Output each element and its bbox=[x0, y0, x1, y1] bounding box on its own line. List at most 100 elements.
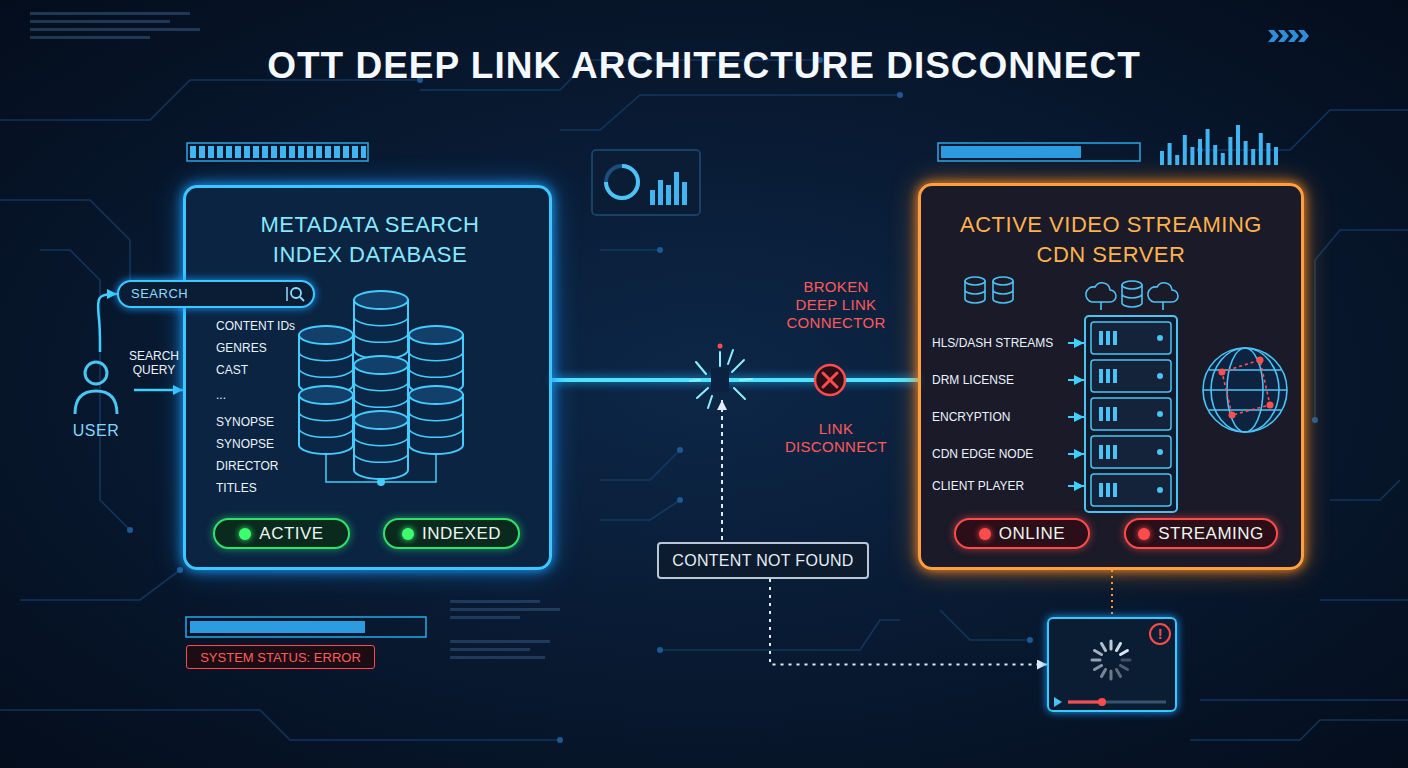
feed-arrow bbox=[1068, 342, 1084, 344]
database-cylinder bbox=[409, 368, 463, 377]
edge-label: SEARCH QUERY bbox=[126, 349, 182, 377]
rack-unit bbox=[1091, 398, 1171, 430]
rack-unit bbox=[1106, 331, 1110, 345]
text-slot: TITLES bbox=[216, 480, 326, 496]
rack-unit bbox=[1113, 445, 1117, 459]
list-item: CAST bbox=[216, 362, 326, 378]
database-cylinder bbox=[299, 368, 353, 377]
database-cylinder bbox=[354, 411, 408, 479]
label-slot: BROKEN DEEP LINK CONNECTOR bbox=[781, 278, 891, 332]
circuit-traces bbox=[20, 570, 180, 600]
connectors bbox=[98, 294, 1112, 665]
chart-bar bbox=[1244, 141, 1248, 165]
text-slot: ... bbox=[216, 387, 326, 403]
database-cylinder bbox=[409, 386, 463, 454]
database-panel: METADATA SEARCH INDEX DATABASECONTENT ID… bbox=[183, 185, 552, 570]
text-slot: ENCRYPTION bbox=[932, 409, 1062, 425]
text-slot: GENRES bbox=[216, 340, 326, 356]
text-slot: CLIENT PLAYER bbox=[932, 478, 1062, 494]
globe bbox=[1203, 348, 1287, 432]
bottom-left-meter bbox=[190, 621, 365, 633]
trace-pads bbox=[897, 92, 903, 98]
server-icons bbox=[993, 281, 1013, 303]
trace-pads bbox=[557, 737, 563, 743]
connector bbox=[134, 389, 183, 392]
bottom-left-meter bbox=[186, 617, 426, 637]
top-right-meter bbox=[938, 143, 1140, 161]
globe bbox=[1257, 357, 1264, 364]
top-left-meter bbox=[187, 143, 368, 161]
label-slot: LINK DISCONNECT bbox=[776, 420, 896, 456]
loading-spinner bbox=[1095, 651, 1102, 655]
circuit-traces bbox=[0, 710, 560, 740]
spark-dot bbox=[718, 344, 723, 349]
gauge-widget bbox=[666, 185, 671, 205]
text-slot: CAST bbox=[216, 362, 326, 378]
circuit-traces bbox=[600, 450, 680, 480]
text-slot: SYNOPSE bbox=[216, 436, 326, 452]
fake-text-lines bbox=[30, 20, 170, 23]
globe bbox=[1222, 360, 1270, 415]
database-cylinder bbox=[409, 412, 463, 421]
database-cylinder bbox=[299, 326, 353, 394]
loading-spinner bbox=[1117, 670, 1121, 677]
database-cylinder bbox=[354, 333, 408, 342]
globe bbox=[1203, 370, 1287, 410]
feed-arrow bbox=[1068, 485, 1084, 487]
circuit-traces bbox=[1330, 480, 1400, 500]
text-slot: ! bbox=[1149, 623, 1171, 645]
user-icon bbox=[75, 362, 117, 414]
chart-bar bbox=[1213, 145, 1217, 165]
circuit-traces bbox=[940, 610, 1030, 640]
status-dot bbox=[1138, 528, 1150, 540]
warning-label: BROKEN DEEP LINK CONNECTOR bbox=[781, 278, 891, 332]
rack-unit bbox=[1157, 335, 1163, 341]
loading-spinner bbox=[1102, 670, 1106, 677]
chevrons bbox=[1298, 30, 1309, 42]
chart-bar bbox=[1274, 147, 1278, 165]
feed-arrow bbox=[1068, 379, 1084, 381]
circuit-traces bbox=[1200, 699, 1408, 701]
node-text: STREAMING bbox=[1158, 524, 1264, 544]
panel-title: METADATA SEARCH INDEX DATABASE bbox=[240, 210, 500, 270]
video-player-art bbox=[1068, 701, 1102, 704]
globe bbox=[1219, 369, 1226, 376]
node-text: SYSTEM STATUS: ERROR bbox=[200, 650, 361, 665]
database-cylinder bbox=[299, 412, 353, 421]
list-item: DRM LICENSE bbox=[932, 372, 1062, 388]
chart-bar bbox=[1236, 125, 1240, 165]
database-cylinder bbox=[299, 428, 353, 437]
list-item: GENRES bbox=[216, 340, 326, 356]
text-slot: DIRECTOR bbox=[216, 458, 326, 474]
globe bbox=[1203, 348, 1287, 432]
database-cylinder bbox=[354, 411, 408, 429]
feed-arrow bbox=[1068, 416, 1084, 418]
spark-burst bbox=[740, 379, 752, 380]
spark-burst bbox=[690, 350, 752, 408]
chevrons bbox=[1288, 30, 1299, 42]
video-player-art bbox=[1047, 617, 1176, 712]
list-item: CLIENT PLAYER bbox=[932, 478, 1062, 494]
gauge-widget bbox=[658, 180, 663, 205]
rack-unit bbox=[1113, 407, 1117, 421]
rack-unit bbox=[1091, 436, 1171, 468]
panel-title: ACTIVE VIDEO STREAMING CDN SERVER bbox=[941, 210, 1281, 270]
disconnect-x-mark bbox=[815, 365, 845, 395]
list-item: TITLES bbox=[216, 480, 326, 496]
server-icons bbox=[1122, 285, 1142, 307]
list-item: DIRECTOR bbox=[216, 458, 326, 474]
chart-bar bbox=[1190, 147, 1194, 165]
chevrons bbox=[1278, 30, 1289, 42]
video-player-art bbox=[1054, 697, 1062, 707]
rack-unit bbox=[1091, 436, 1171, 468]
loading-spinner bbox=[1117, 644, 1121, 651]
database-cylinder bbox=[409, 352, 463, 361]
video-player: ! bbox=[1047, 617, 1177, 712]
search-icon bbox=[291, 288, 301, 298]
rack-unit bbox=[1106, 369, 1110, 383]
cdn-panel: ACTIVE VIDEO STREAMING CDN SERVERHLS/DAS… bbox=[918, 183, 1304, 570]
error-box: CONTENT NOT FOUND bbox=[657, 542, 869, 579]
list-item: ENCRYPTION bbox=[932, 409, 1062, 425]
node-text: ONLINE bbox=[999, 524, 1065, 544]
database-cylinder bbox=[409, 326, 463, 394]
